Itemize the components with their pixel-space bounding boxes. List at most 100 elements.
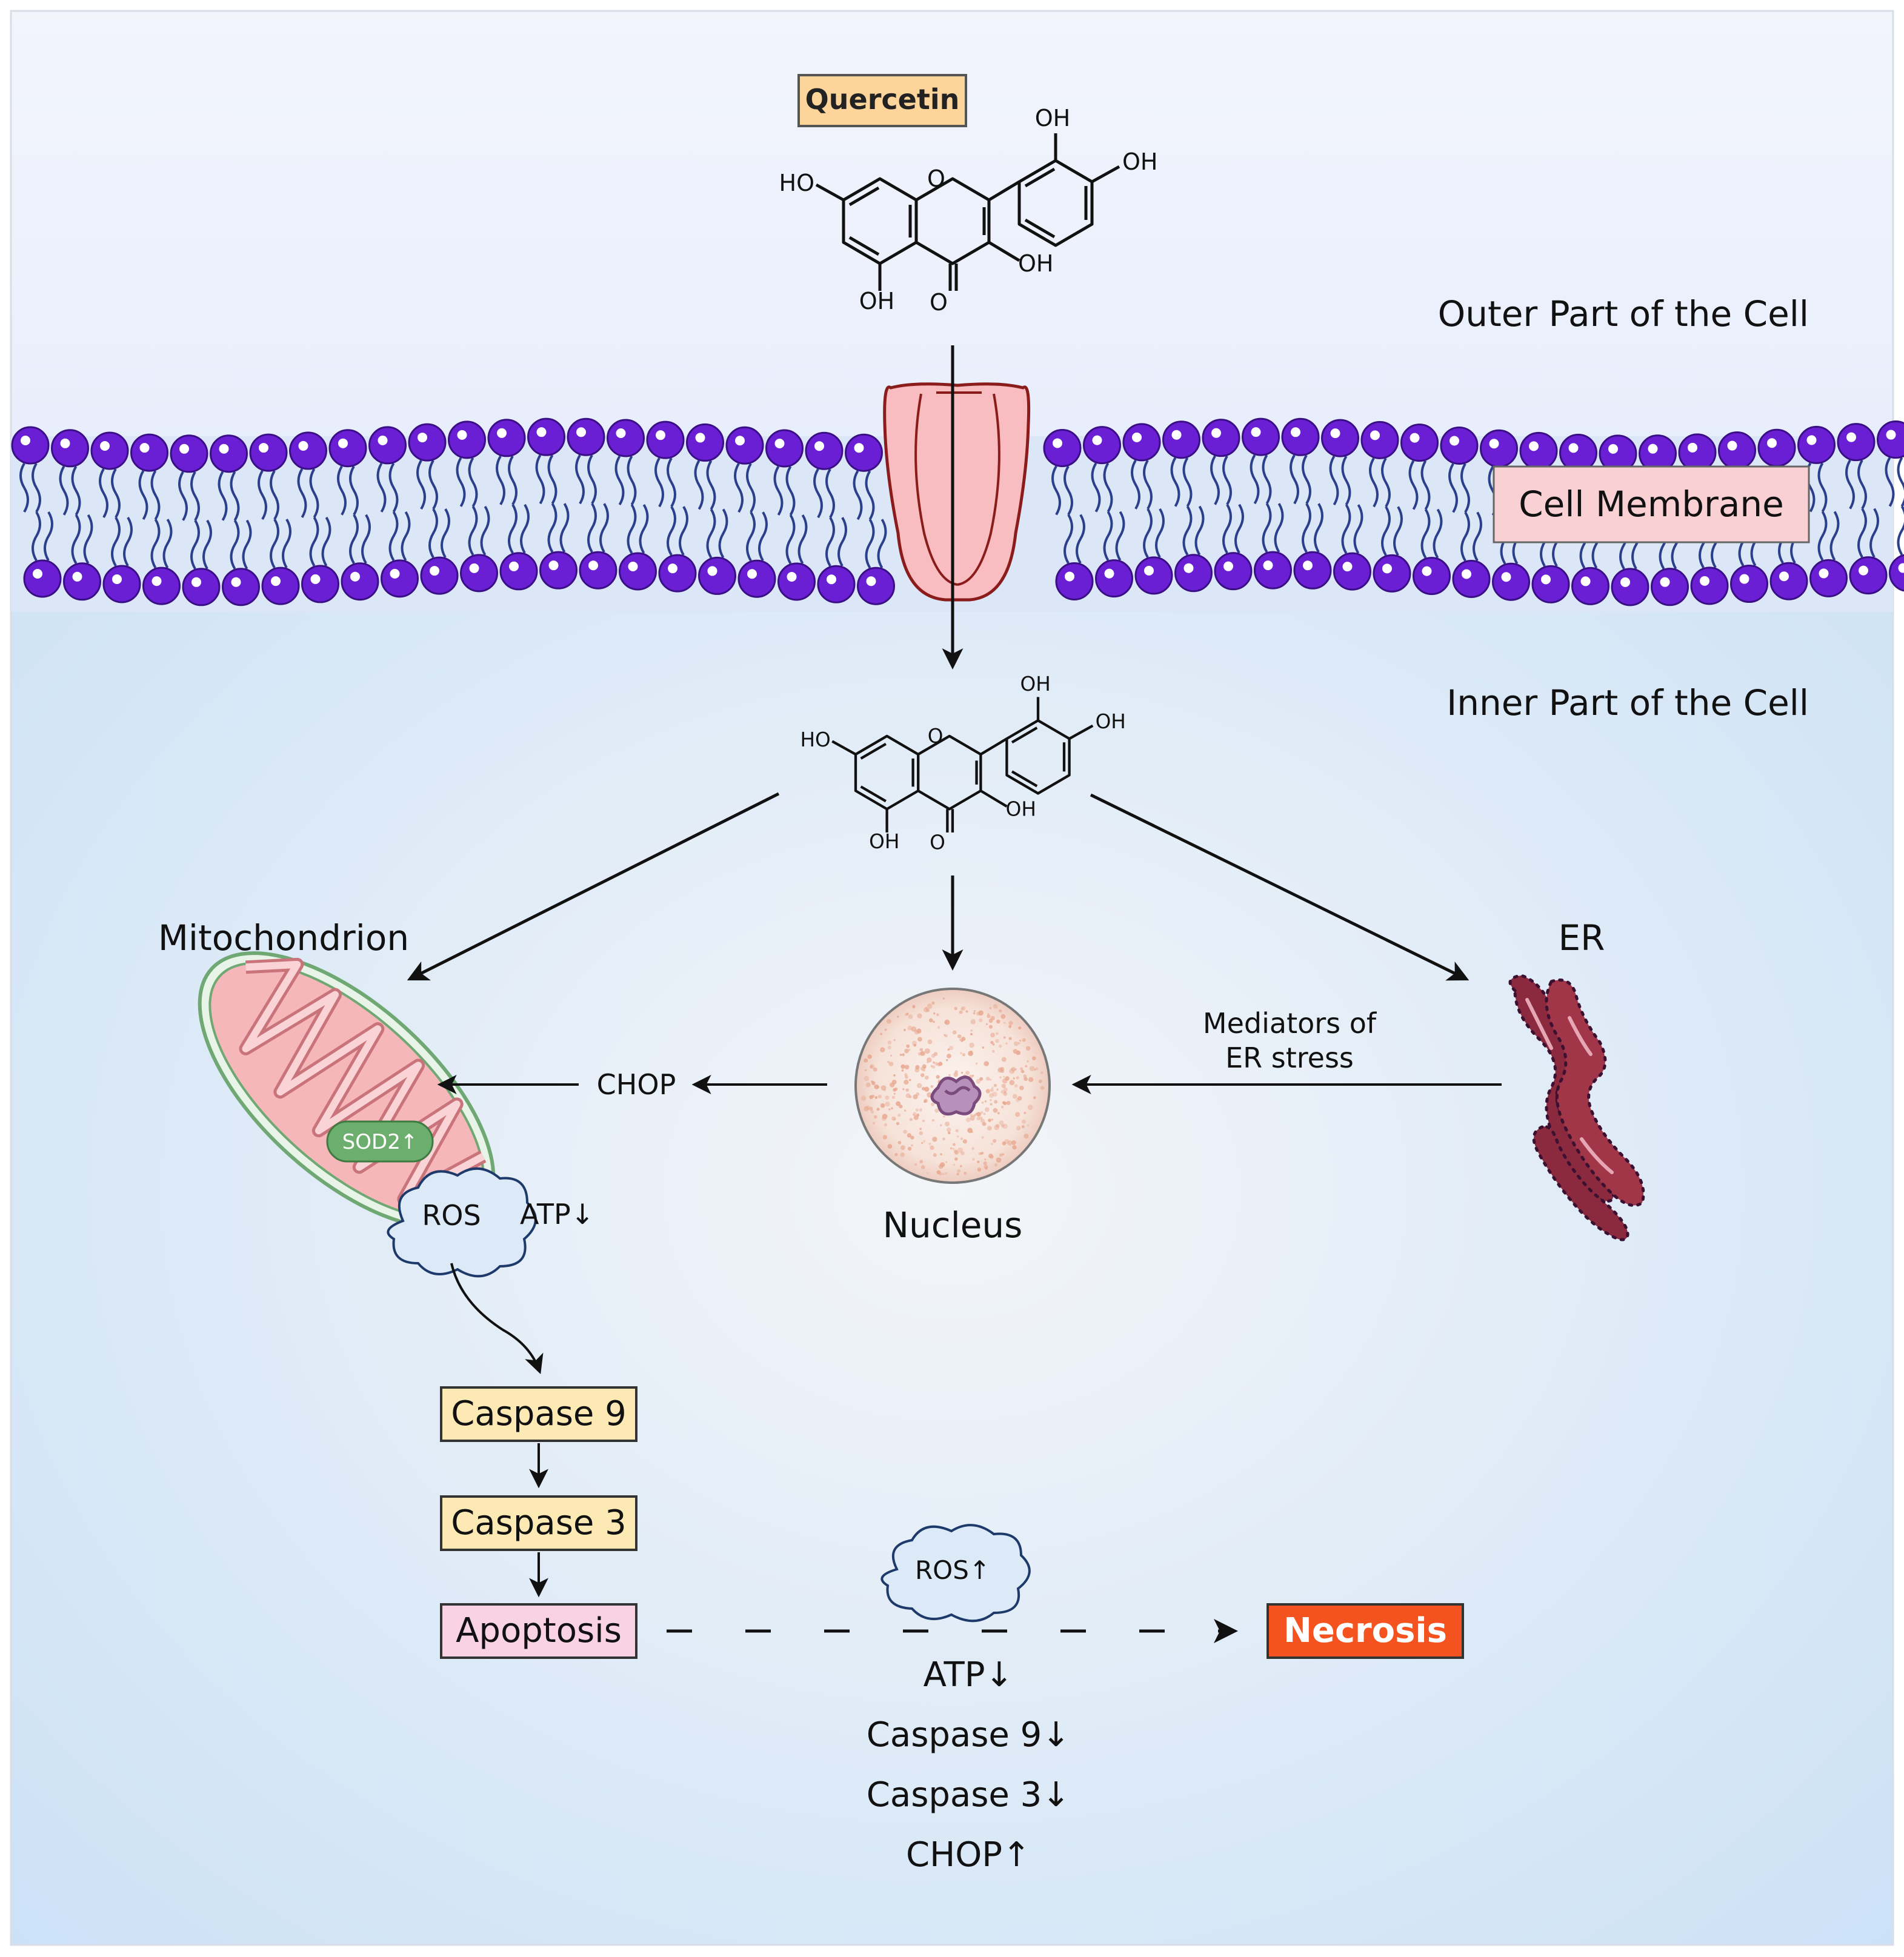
lipid-head-shine xyxy=(854,443,864,453)
chromatin-speck xyxy=(1018,1026,1022,1030)
lipid-tail xyxy=(1194,505,1205,556)
chromatin-speck xyxy=(885,1095,890,1100)
chromatin-speck xyxy=(938,1062,943,1066)
chromatin-speck xyxy=(921,1141,924,1145)
lipid-head xyxy=(408,423,447,462)
chromatin-speck xyxy=(1032,1056,1036,1060)
chromatin-speck xyxy=(1016,1050,1021,1055)
chromatin-speck xyxy=(992,1043,995,1046)
lipid-tail xyxy=(111,468,121,519)
lipid-head-shine xyxy=(774,439,785,449)
oh-group: OH xyxy=(1096,710,1126,733)
chromatin-speck xyxy=(999,1120,1004,1125)
chromatin-speck xyxy=(1016,1076,1019,1080)
chromatin-speck xyxy=(953,1163,956,1166)
lipid-tail xyxy=(218,471,228,521)
chromatin-speck xyxy=(894,1152,898,1157)
lipid-tail xyxy=(734,463,744,513)
oh-group: OH xyxy=(1020,673,1051,696)
chromatin-speck xyxy=(993,1108,998,1113)
lipid-tail xyxy=(162,519,173,569)
lipid-head xyxy=(261,566,300,605)
chromatin-speck xyxy=(924,1007,929,1012)
chromatin-speck xyxy=(1040,1086,1045,1090)
chromatin-speck xyxy=(980,1111,984,1114)
ros-cloud: ROS xyxy=(387,1167,537,1278)
chromatin-speck xyxy=(930,1145,934,1150)
lipid-head-shine xyxy=(707,566,717,576)
lipid-head xyxy=(725,426,764,465)
chromatin-speck xyxy=(913,1094,918,1100)
chromatin-speck xyxy=(982,1046,985,1049)
lipid-tail xyxy=(1182,457,1193,507)
chromatin-speck xyxy=(1003,1022,1006,1024)
chromatin-speck xyxy=(984,1061,989,1066)
lipid-tail xyxy=(667,506,676,556)
chromatin-speck xyxy=(990,1032,995,1038)
lipid-tail xyxy=(1897,457,1904,507)
lipid-head xyxy=(1559,433,1597,472)
lipid-tail xyxy=(349,465,359,516)
chromatin-speck xyxy=(992,1050,995,1053)
lipid-head-shine xyxy=(1370,430,1380,440)
lipid-head-shine xyxy=(259,443,268,453)
lipid-head-shine xyxy=(1132,432,1142,442)
lipid-head xyxy=(1531,565,1570,603)
lipid-tail xyxy=(797,514,808,565)
lipid-tail xyxy=(1115,511,1125,561)
chromatin-speck xyxy=(880,1047,885,1052)
lipid-tail xyxy=(825,468,835,519)
chromatin-speck xyxy=(933,1061,935,1064)
lipid-head-shine xyxy=(814,441,824,451)
chromatin-speck xyxy=(1038,1079,1042,1083)
chromatin-speck xyxy=(970,1115,975,1121)
lipid-head-shine xyxy=(151,576,162,586)
chromatin-speck xyxy=(904,1013,908,1017)
chromatin-speck xyxy=(952,1030,957,1035)
chromatin-speck xyxy=(970,1019,976,1025)
chromatin-speck xyxy=(974,1010,976,1012)
chromatin-speck xyxy=(976,1117,980,1121)
chromatin-speck xyxy=(908,1048,911,1051)
lipid-head xyxy=(448,420,486,459)
lipid-head xyxy=(527,417,565,456)
chromatin-speck xyxy=(1033,1096,1036,1100)
lipid-head xyxy=(1611,568,1649,606)
chromatin-speck xyxy=(923,1100,927,1103)
chromatin-speck xyxy=(888,1062,894,1066)
lipid-head xyxy=(1162,420,1200,459)
chromatin-speck xyxy=(893,1038,896,1042)
caspase9-label: Caspase 9 xyxy=(451,1394,627,1434)
chromatin-speck xyxy=(990,1098,992,1101)
chromatin-speck xyxy=(950,1147,953,1150)
lipid-head-shine xyxy=(219,444,229,454)
ho-group: HO xyxy=(800,728,830,751)
chromatin-speck xyxy=(910,1135,914,1140)
chromatin-speck xyxy=(1020,1067,1024,1071)
lipid-head-shine xyxy=(350,571,360,582)
lipid-tail xyxy=(441,508,450,559)
chromatin-speck xyxy=(989,1025,993,1029)
lipid-head xyxy=(646,420,685,459)
lipid-tail xyxy=(1460,511,1470,562)
nucleus xyxy=(854,988,1051,1184)
lipid-tail xyxy=(1222,503,1232,554)
chromatin-speck xyxy=(984,1100,987,1103)
lipid-tail xyxy=(1091,462,1101,513)
chromatin-speck xyxy=(868,1106,873,1111)
chromatin-speck xyxy=(922,1068,926,1072)
chromatin-speck xyxy=(931,1065,936,1069)
lipid-tail xyxy=(1262,503,1272,553)
lipid-tail xyxy=(1420,460,1431,510)
lipid-tail xyxy=(1262,454,1272,505)
lipid-tail xyxy=(337,465,347,516)
lipid-head xyxy=(1849,556,1888,595)
chromatin-speck xyxy=(945,1161,948,1163)
chromatin-speck xyxy=(893,1117,896,1121)
chromatin-speck xyxy=(924,1048,930,1054)
lipid-head xyxy=(765,429,804,468)
chromatin-speck xyxy=(1004,1091,1007,1094)
chromatin-speck xyxy=(912,1005,916,1008)
chromatin-speck xyxy=(904,1080,909,1085)
chromatin-speck xyxy=(995,1038,999,1043)
